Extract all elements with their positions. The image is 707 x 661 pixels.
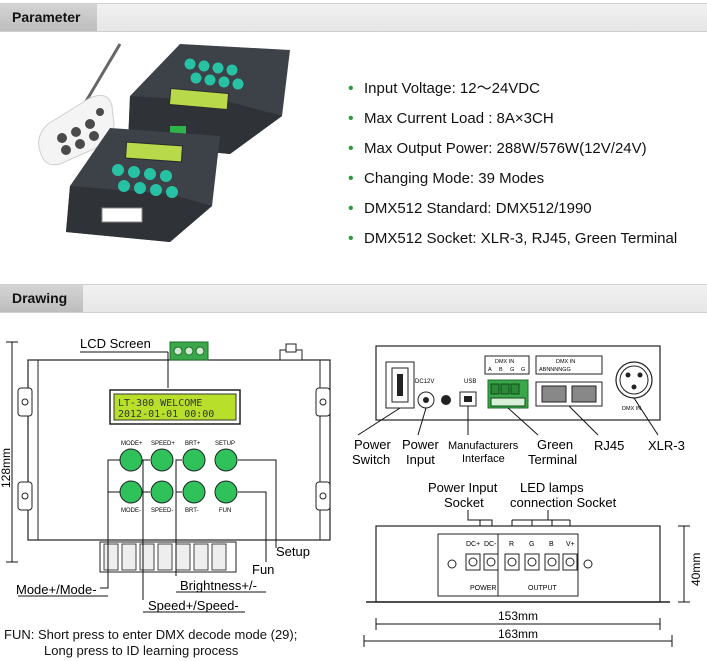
front-panel-drawing: 128mm LCD Screen LT-300 WELCOME 2012-01-… — [0, 336, 331, 613]
power-input-socket-2: Socket — [444, 495, 484, 510]
callout-green-terminal-1: Green — [537, 437, 573, 452]
btn-label-mode-plus: MODE+ — [121, 441, 143, 447]
terminal-r: R — [509, 541, 514, 548]
btn-label-mode-minus: MODE- — [121, 508, 141, 514]
front-height-dim: 128mm — [0, 448, 13, 488]
speed-minus-button[interactable] — [150, 480, 174, 504]
side-width-inner-dim: 153mm — [498, 609, 538, 623]
callout-speed: Speed+/Speed- — [148, 598, 239, 613]
product-photo — [38, 43, 290, 242]
callout-power-switch-1: Power — [354, 437, 392, 452]
controller-unit-back — [128, 44, 290, 154]
lcd-line-1: LT-300 WELCOME — [118, 398, 202, 409]
side-height-dim: 40mm — [689, 553, 703, 586]
speed-plus-button[interactable] — [150, 448, 174, 472]
led-lamps-2: connection Socket — [510, 495, 617, 510]
terminal-pin-a: A — [488, 367, 492, 373]
fun-button[interactable] — [214, 480, 238, 504]
setup-button[interactable] — [214, 448, 238, 472]
drawing-section-header: Drawing — [0, 284, 707, 313]
terminal-g: G — [529, 541, 534, 548]
spec-changing-mode: •Changing Mode: 39 Modes — [348, 170, 545, 187]
callout-power-input-2: Input — [406, 452, 435, 467]
spec-max-output-power: •Max Output Power: 288W/576W(12V/24V) — [348, 140, 647, 157]
side-width-outer-dim: 163mm — [498, 627, 538, 641]
brt-plus-button[interactable] — [182, 448, 206, 472]
rj45-pin-map: ABNNNNGG — [539, 367, 571, 373]
btn-label-speed-minus: SPEED- — [151, 508, 173, 514]
usb-label: USB — [464, 379, 476, 385]
fun-note-line-1: FUN: Short press to enter DMX decode mod… — [4, 627, 298, 642]
power-group-label: POWER — [470, 585, 496, 592]
spec-max-current: •Max Current Load : 8A×3CH — [348, 110, 554, 127]
spec-input-voltage: •Input Voltage: 12～24VDC — [348, 80, 540, 97]
callout-power-switch-2: Switch — [352, 452, 390, 467]
callout-power-input-1: Power — [402, 437, 440, 452]
callout-manufacturers-1: Manufacturers — [448, 440, 519, 452]
mode-minus-button[interactable] — [119, 480, 143, 504]
btn-label-fun: FUN — [219, 508, 231, 514]
spec-dmx512-socket: •DMX512 Socket: XLR-3, RJ45, Green Termi… — [348, 230, 678, 247]
green-terminal-dmx-in: DMX IN — [495, 359, 514, 365]
btn-label-brt-minus: BRT- — [185, 508, 199, 514]
terminal-dc-plus: DC+ — [466, 541, 480, 548]
terminal-v-plus: V+ — [566, 541, 575, 548]
parameter-section-header: Parameter — [0, 3, 707, 32]
dc12v-label: DC12V — [415, 379, 434, 385]
callout-green-terminal-2: Terminal — [528, 452, 577, 467]
drawing-section-title: Drawing — [0, 285, 84, 312]
xlr-dmx-in: DMX IN — [622, 406, 641, 412]
power-input-socket-1: Power Input — [428, 480, 498, 495]
terminal-dc-minus: DC- — [484, 541, 497, 548]
spec-dmx512-standard: •DMX512 Standard: DMX512/1990 — [348, 200, 592, 217]
callout-setup: Setup — [276, 544, 310, 559]
brt-minus-button[interactable] — [182, 480, 206, 504]
rear-panel-drawing: DC12V USB DMX IN A B G G DMX IN ABNNNNGG… — [352, 345, 685, 467]
terminal-pin-g1: G — [510, 367, 514, 373]
terminal-pin-g2: G — [521, 367, 525, 373]
remote-control — [38, 94, 115, 166]
controller-unit-front — [66, 128, 220, 242]
btn-label-speed-plus: SPEED+ — [151, 441, 175, 447]
parameter-section-title: Parameter — [0, 4, 97, 31]
side-panel-drawing: Power Input Socket LED lamps connection … — [363, 480, 703, 647]
lcd-line-2: 2012-01-01 00:00 — [118, 409, 214, 420]
callout-rj45: RJ45 — [594, 438, 624, 453]
output-group-label: OUTPUT — [528, 585, 558, 592]
terminal-b: B — [549, 541, 554, 548]
callout-fun: Fun — [252, 562, 274, 577]
terminal-pin-b: B — [499, 367, 503, 373]
fun-note-line-2: Long press to ID learning process — [44, 643, 239, 658]
btn-label-setup: SETUP — [215, 441, 235, 447]
led-lamps-1: LED lamps — [520, 480, 584, 495]
callout-manufacturers-2: Interface — [462, 453, 505, 465]
callout-xlr3: XLR-3 — [648, 438, 685, 453]
spec-list: •Input Voltage: 12～24VDC •Max Current Lo… — [348, 78, 677, 258]
callout-brightness: Brightness+/- — [180, 578, 257, 593]
btn-label-brt-plus: BRT+ — [185, 441, 201, 447]
rj45-dmx-in: DMX IN — [556, 359, 575, 365]
mode-plus-button[interactable] — [119, 448, 143, 472]
callout-mode: Mode+/Mode- — [16, 582, 97, 597]
lcd-screen-label: LCD Screen — [80, 336, 151, 351]
